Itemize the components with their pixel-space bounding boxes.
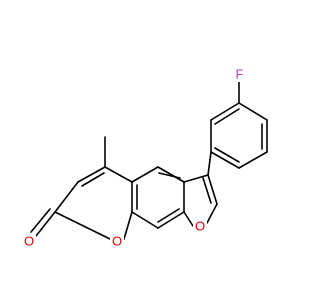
bond-furan-c3-c2-inner [202, 177, 212, 204]
bond-pyr-o-c8a [123, 211, 133, 240]
bond-pyr-c2-o [54, 211, 111, 240]
bond-furan-c2-o [206, 203, 218, 224]
bond-ph-3 [238, 151, 268, 169]
bond-pyr-2 [77, 166, 106, 183]
bond-pyr-1 [104, 166, 133, 183]
bond-ph-4 [210, 151, 240, 169]
bond-ph-6-inner [214, 108, 240, 125]
fluorine-atom-label: F [236, 67, 244, 82]
bond-pyr-co [35, 211, 56, 237]
carbonyl-oxygen-atom-label: O [24, 234, 34, 249]
molecule-drawing: F O O O [22, 67, 268, 249]
carbonyl-oxygen-label-background [22, 234, 36, 249]
furan-oxygen-atom-label: O [195, 219, 205, 234]
bond-pyr-3 [54, 181, 79, 213]
bond-benz-6-inner [157, 208, 180, 223]
bond-benz-2 [157, 166, 185, 183]
bond-furan-c3-c2 [207, 174, 218, 205]
bond-ph-furan [207, 151, 212, 176]
bond-benz-3 [131, 166, 159, 183]
bond-layer [30, 79, 268, 240]
bond-pyr-co-double [30, 208, 51, 233]
bond-pyr-2-inner [81, 172, 105, 187]
bond-ph-6 [210, 102, 240, 121]
bond-furan-o-c7a [183, 211, 194, 227]
fluorine-label-background [233, 67, 246, 82]
structure-canvas: F O O O [22, 66, 268, 249]
bond-furan-c3-c3a [183, 174, 209, 183]
bond-benz-5 [131, 211, 159, 229]
ring-oxygen-label-background [110, 234, 124, 249]
bond-ph-4-inner [214, 147, 240, 163]
furan-oxygen-label-background [193, 219, 207, 234]
bond-benz-6 [157, 211, 185, 229]
atom-label-layer: F O O O [22, 67, 246, 249]
bond-ph-1 [238, 102, 268, 121]
pyranone-ring-oxygen-atom-label: O [112, 234, 122, 249]
bond-benz-2-inner [158, 172, 181, 179]
